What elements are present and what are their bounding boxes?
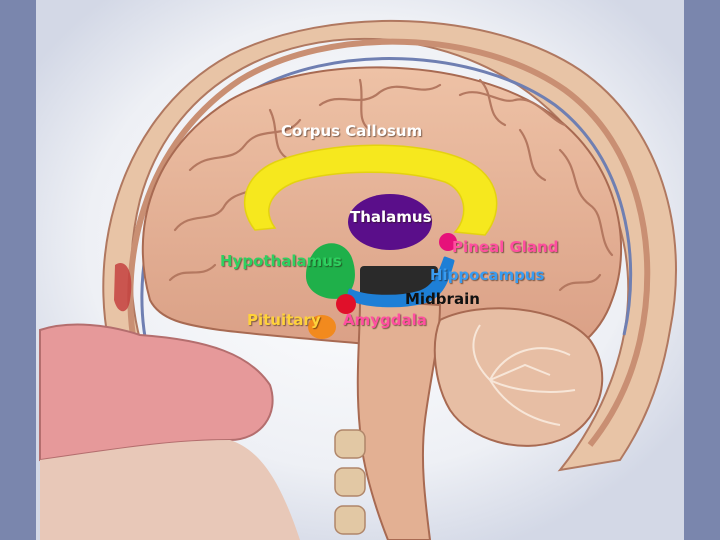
label-thalamus: Thalamus: [350, 208, 432, 226]
pineal-gland-shape: [439, 233, 457, 251]
sinus: [114, 263, 132, 312]
brainstem: [356, 298, 442, 540]
label-hippocampus: Hippocampus: [430, 266, 545, 284]
label-amygdala: Amygdala: [343, 311, 427, 329]
skull-layer: [127, 38, 651, 447]
label-pineal-gland: Pineal Gland: [452, 238, 559, 256]
face-skin: [40, 440, 300, 540]
label-midbrain: Midbrain: [405, 290, 480, 308]
hypothalamus-shape: [305, 243, 355, 299]
amygdala-shape: [336, 294, 356, 314]
label-hypothalamus: Hypothalamus: [220, 252, 342, 270]
corpus-callosum-shape: [244, 144, 498, 236]
cerebellum: [433, 307, 604, 447]
scalp: [102, 19, 677, 472]
thalamus-shape: [348, 194, 432, 250]
pituitary-shape: [308, 315, 336, 339]
hippocampus-shape: [346, 256, 455, 308]
label-pituitary: Pituitary: [247, 311, 321, 329]
vertebrae: [334, 429, 366, 535]
cerebellum-folia: [472, 324, 576, 426]
midbrain-shape: [360, 266, 438, 296]
label-corpus-callosum: Corpus Callosum: [281, 122, 423, 140]
